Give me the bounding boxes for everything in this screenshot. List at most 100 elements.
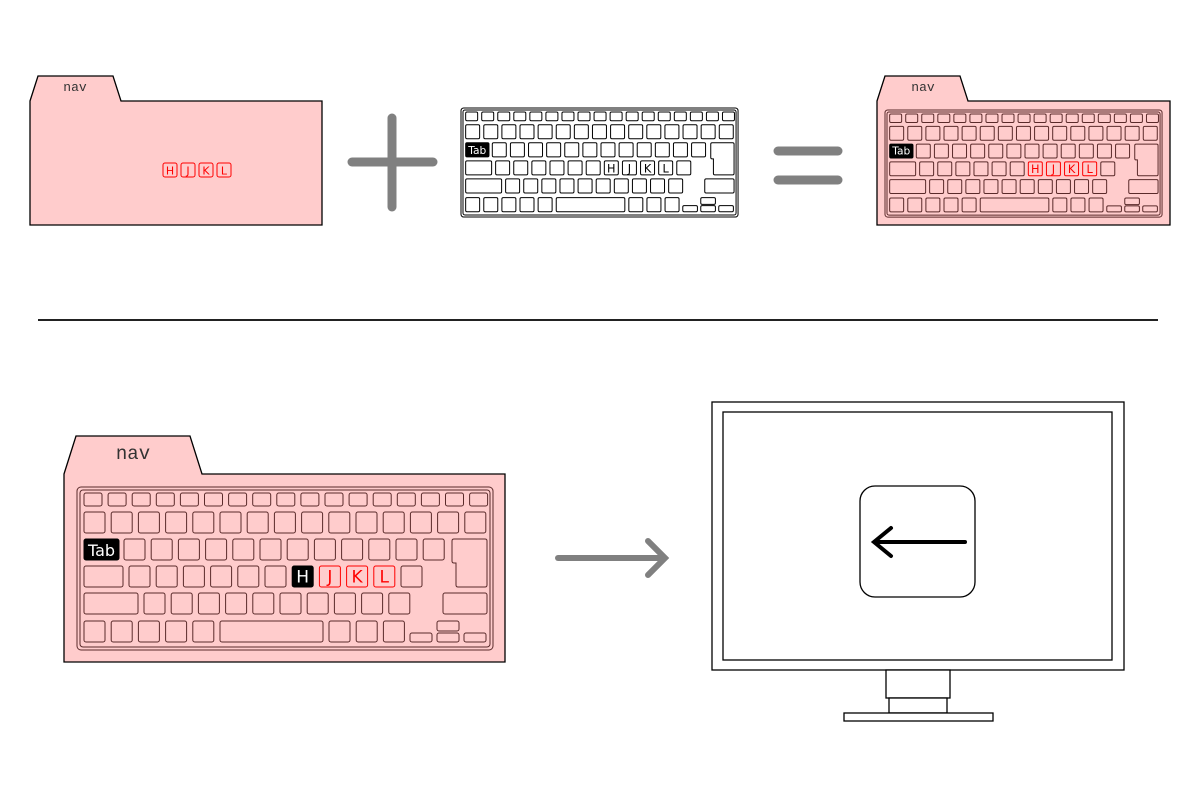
modifier-key xyxy=(1053,198,1067,212)
key-cap xyxy=(466,125,480,139)
key-cap xyxy=(956,162,970,176)
key-cap xyxy=(980,126,994,140)
key-cap xyxy=(356,621,377,642)
function-key xyxy=(253,493,271,506)
letter-key xyxy=(938,162,952,176)
tab-key: Tab xyxy=(466,143,489,157)
letter-key xyxy=(930,180,944,194)
modifier-key xyxy=(538,198,552,212)
key-cap xyxy=(464,633,486,642)
left-arrow-key xyxy=(859,485,976,598)
key-cap xyxy=(520,198,534,212)
keyboard-frame xyxy=(885,110,1162,217)
function-key xyxy=(722,112,734,121)
key-cap xyxy=(437,621,459,631)
keyboard-frame xyxy=(461,108,738,217)
plus-icon xyxy=(347,113,438,212)
key-cap xyxy=(926,198,940,212)
letter-key xyxy=(1079,144,1093,158)
key-cap xyxy=(238,566,259,587)
key-cap xyxy=(1083,162,1097,176)
letter-key xyxy=(1097,144,1111,158)
key-cap xyxy=(1061,144,1075,158)
letter-key xyxy=(226,593,247,614)
key-cap xyxy=(373,493,391,506)
letter-key xyxy=(547,143,561,157)
number-key xyxy=(629,125,643,139)
function-key xyxy=(530,112,542,121)
key-cap xyxy=(651,179,665,193)
keyboard-frame-inner xyxy=(463,110,736,215)
key-cap xyxy=(980,198,1049,212)
function-key xyxy=(626,112,638,121)
function-key xyxy=(482,112,494,121)
k-key: K xyxy=(641,161,655,176)
modifier-key xyxy=(890,198,904,212)
arrow-right-key xyxy=(1143,206,1158,212)
number-key xyxy=(220,512,241,533)
key-cap xyxy=(1053,198,1067,212)
enter-key xyxy=(1135,144,1158,176)
letter-key xyxy=(198,593,219,614)
caps-lock-key xyxy=(466,161,492,175)
key-cap xyxy=(596,179,610,193)
number-key xyxy=(138,512,159,533)
key-label: L xyxy=(221,165,228,178)
key-cap xyxy=(998,126,1012,140)
key-cap xyxy=(206,539,227,560)
letter-key xyxy=(655,143,669,157)
key-cap xyxy=(665,125,679,139)
letter-key xyxy=(514,161,528,175)
number-key xyxy=(1107,126,1121,140)
letter-key xyxy=(568,161,582,175)
function-key xyxy=(1050,114,1062,123)
letter-key xyxy=(401,566,422,587)
modifier-key xyxy=(1071,198,1085,212)
key-cap xyxy=(301,493,319,506)
number-key xyxy=(247,512,268,533)
function-key xyxy=(594,112,606,121)
function-key xyxy=(514,112,526,121)
key-cap xyxy=(547,143,561,157)
key-cap xyxy=(524,179,538,193)
key-cap xyxy=(562,112,574,121)
key-cap xyxy=(556,198,625,212)
function-key xyxy=(642,112,654,121)
key-cap xyxy=(578,179,592,193)
k-key: K xyxy=(347,566,368,588)
function-key xyxy=(610,112,622,121)
key-cap xyxy=(1116,144,1130,158)
tab-key: Tab xyxy=(890,144,913,158)
key-cap xyxy=(1093,180,1107,194)
key-cap xyxy=(622,161,636,175)
key-cap xyxy=(690,112,702,121)
letter-key xyxy=(984,180,998,194)
modifier-key xyxy=(1089,198,1103,212)
modifier-key xyxy=(84,621,105,642)
letter-key xyxy=(529,143,543,157)
key-cap xyxy=(1071,126,1085,140)
caps-lock-key xyxy=(890,162,916,176)
key-cap xyxy=(437,633,459,642)
key-cap xyxy=(410,512,431,533)
key-cap xyxy=(954,114,966,123)
letter-key xyxy=(1075,180,1089,194)
space-key xyxy=(556,198,625,212)
number-key xyxy=(890,126,904,140)
j-key: J xyxy=(319,566,340,588)
key-cap xyxy=(421,493,439,506)
letter-key xyxy=(396,539,417,560)
key-cap xyxy=(984,180,998,194)
letter-key xyxy=(314,539,335,560)
modifier-key xyxy=(647,198,661,212)
letter-key xyxy=(532,161,546,175)
key-cap xyxy=(610,112,622,121)
tab-key: Tab xyxy=(84,539,119,560)
letter-key xyxy=(1116,144,1130,158)
key-cap xyxy=(389,593,410,614)
key-cap xyxy=(514,112,526,121)
modifier-key xyxy=(926,198,940,212)
number-key xyxy=(520,125,534,139)
key-cap xyxy=(292,566,313,587)
